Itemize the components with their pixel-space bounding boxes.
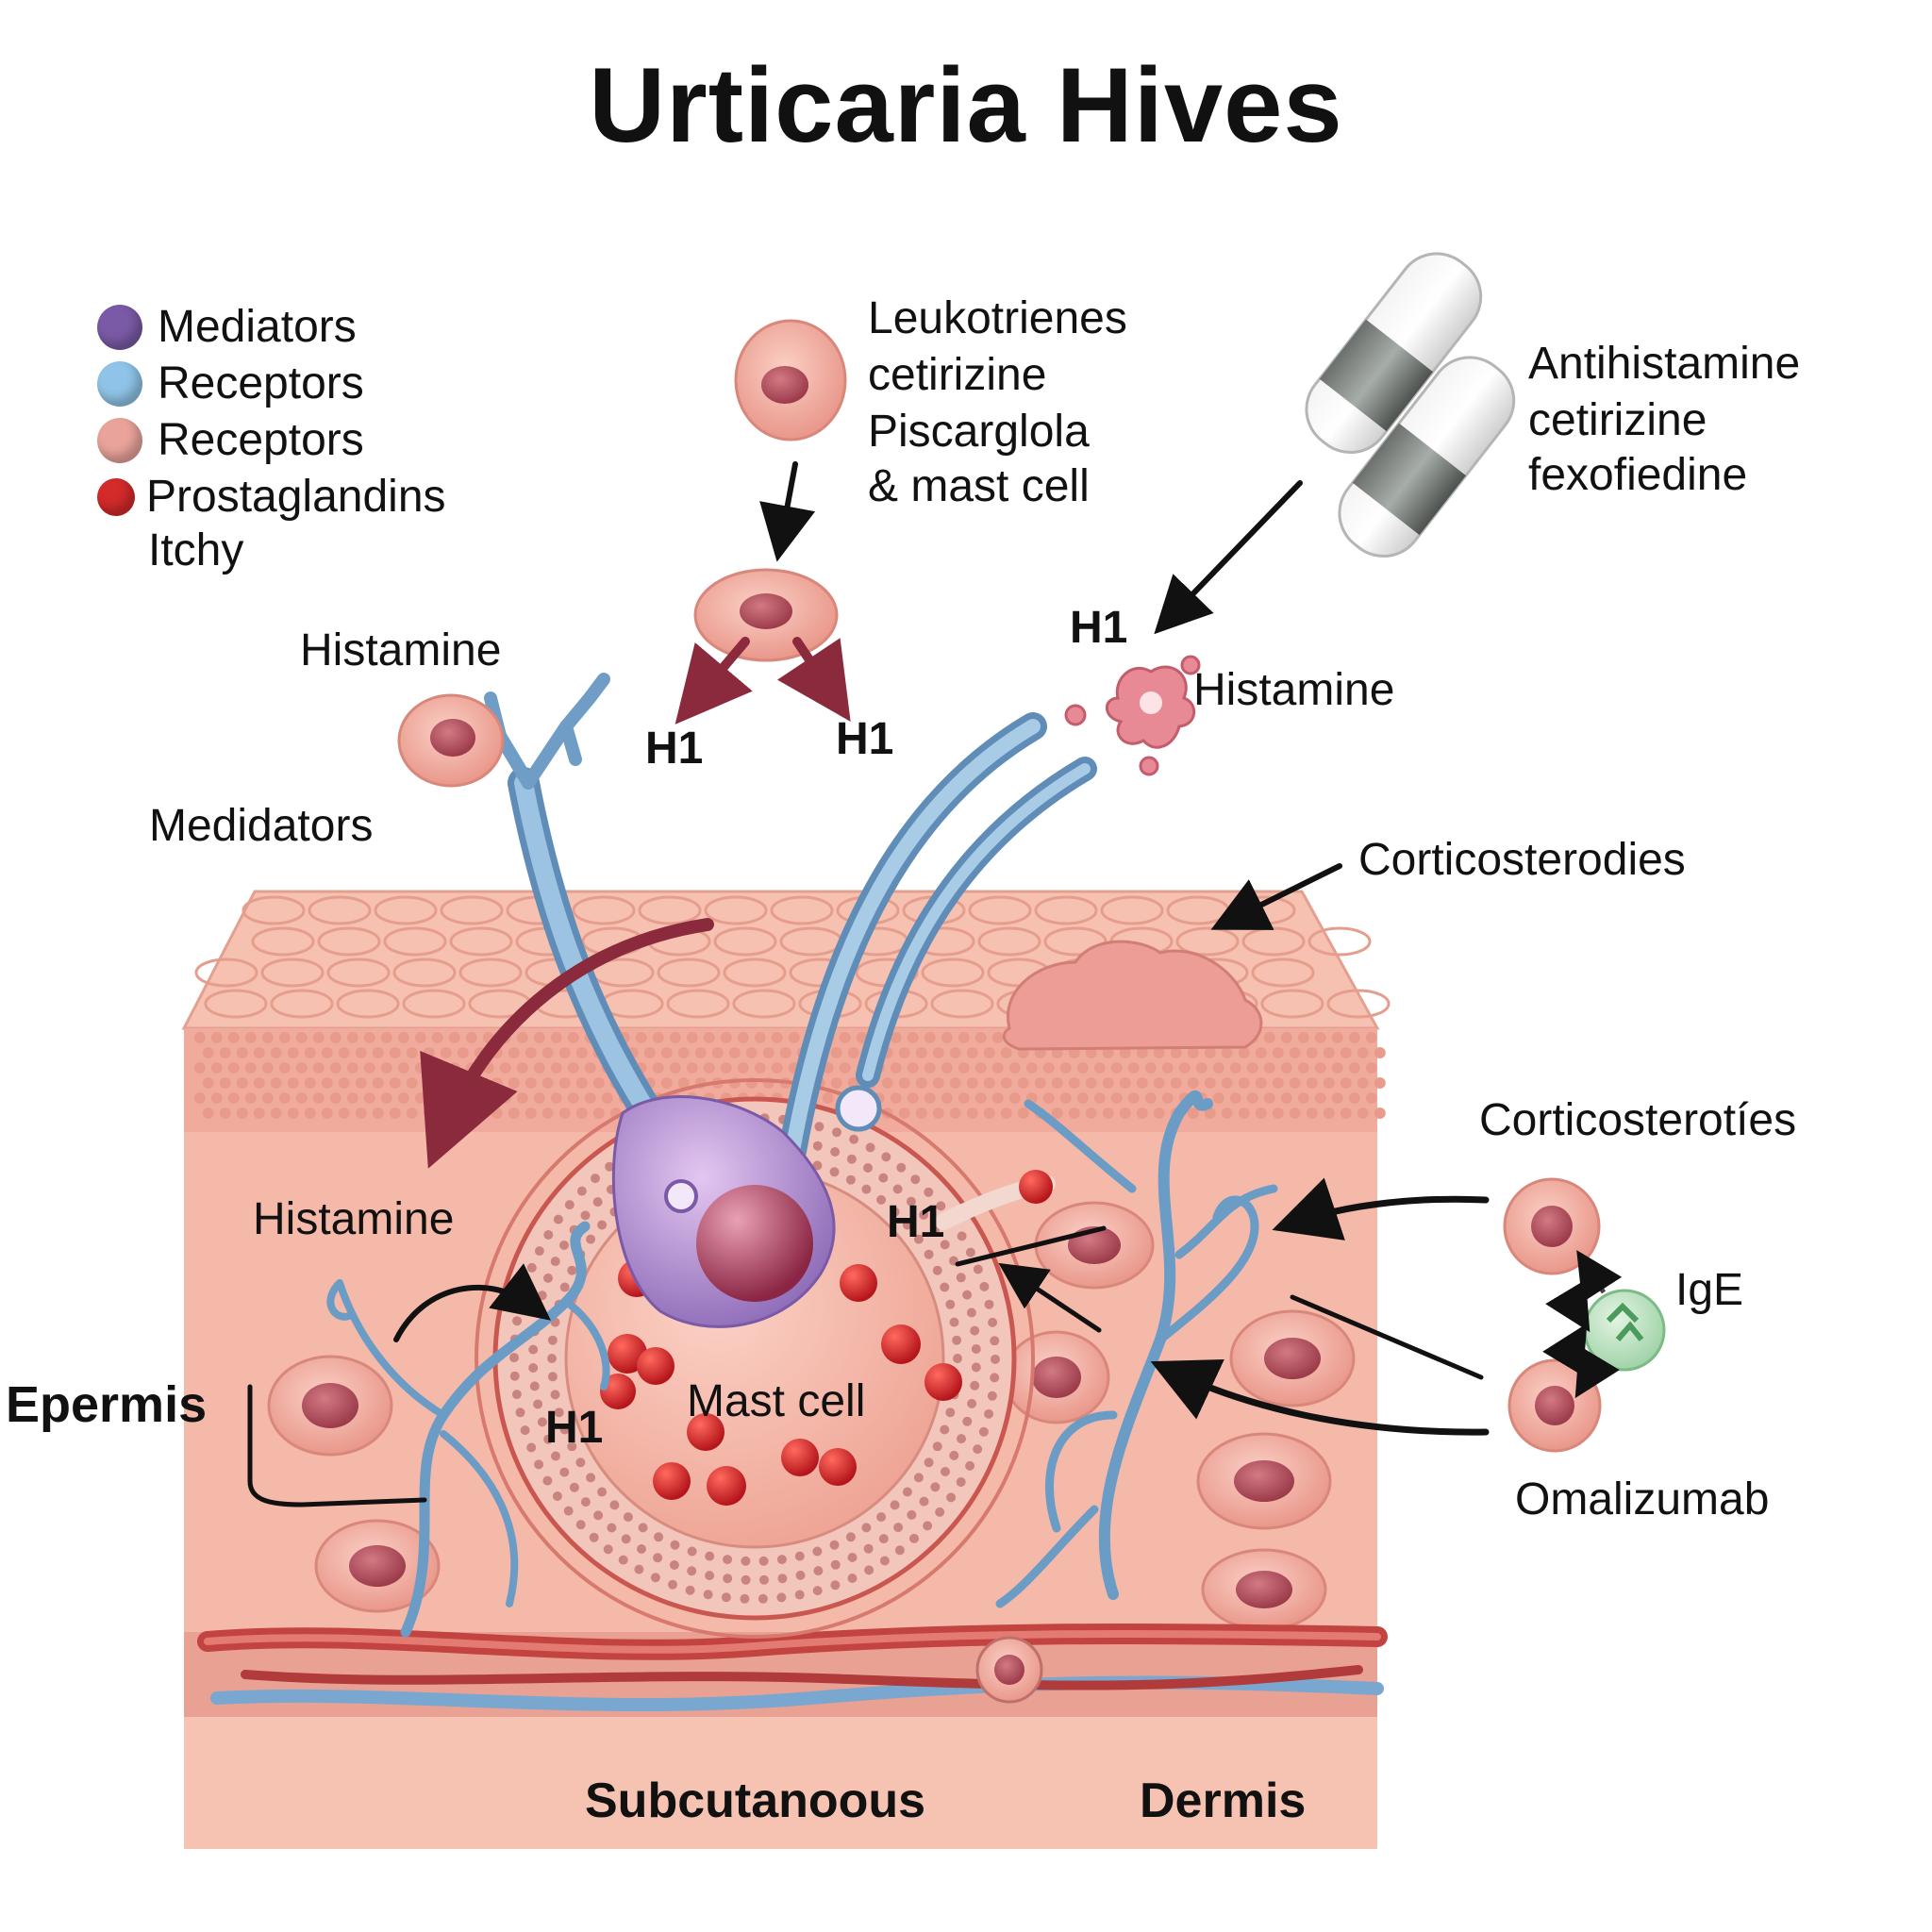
arrow-corticosteroids-top	[1210, 863, 1342, 930]
legend-label: Receptors	[158, 358, 364, 408]
label-h1-inner: H1	[887, 1197, 945, 1247]
skin-subcutaneous	[184, 1717, 1377, 1849]
label-subcutanoous: Subcutanoous	[585, 1774, 926, 1828]
dermis-cell	[267, 1355, 393, 1457]
blood-vessels	[197, 1624, 1388, 1712]
ige-cell-bottom	[1507, 1358, 1602, 1453]
legend-item-receptors-pink: Receptors	[97, 414, 364, 466]
nerve-fibers	[326, 673, 1278, 1638]
ige-cluster	[1503, 1177, 1666, 1453]
legend-item-receptors-blue: Receptors	[97, 358, 364, 409]
label-fexofiedine: fexofiedine	[1528, 450, 1748, 500]
label-mast-cell-top: & mast cell	[868, 461, 1090, 511]
arrows	[247, 461, 1490, 1507]
bracket-epermis	[247, 1384, 427, 1507]
epidermis-cell-texture	[194, 895, 1391, 1019]
legend-swatch	[97, 304, 142, 350]
label-histamine-top-left: Histamine	[300, 625, 502, 675]
page-title: Urticaria Hives	[589, 46, 1343, 164]
label-h1-top-right: H1	[1070, 603, 1128, 653]
left-floating-cell	[397, 693, 505, 788]
arrow-h1-left	[675, 637, 753, 724]
histamine-molecule	[1064, 655, 1201, 776]
label-dermis: Dermis	[1140, 1774, 1307, 1828]
dermis-cell	[1034, 1201, 1155, 1290]
label-epermis: Epermis	[6, 1376, 208, 1433]
line-h1-inner	[955, 1225, 1107, 1267]
legend-swatch	[97, 477, 135, 516]
wheal-bump	[1002, 940, 1263, 1051]
inner-red-granule	[935, 1170, 1056, 1230]
dermis-cell	[314, 1519, 441, 1613]
label-omalizumab: Omalizumab	[1515, 1474, 1770, 1524]
label-corticosteroids-top: Corticosterodies	[1358, 835, 1686, 885]
top-cell-1	[734, 319, 847, 441]
legend-extra-itchy: Itchy	[148, 525, 244, 575]
label-h1-top-mid: H1	[836, 714, 894, 764]
arrow-ige-bottom	[1150, 1359, 1490, 1436]
legend-item-mediators: Mediators	[97, 301, 357, 353]
legend-item-prostaglandins: Prostaglandins	[97, 471, 446, 523]
label-ige: IgE	[1675, 1265, 1744, 1315]
label-h1-left: H1	[545, 1403, 604, 1453]
legend-label: Prostaglandins	[146, 472, 446, 522]
label-antihistamine: Antihistamine	[1528, 339, 1801, 389]
dermis-cell	[1003, 1330, 1110, 1424]
arrow-vial-to-h1	[1154, 480, 1303, 635]
label-h1-top-left: H1	[645, 724, 704, 774]
label-piscarglola: Piscarglola	[868, 407, 1090, 457]
label-cetirizine-2: cetirizine	[1528, 395, 1707, 445]
arrow-h1-right	[776, 637, 851, 722]
label-mediators-left: Medidators	[149, 801, 374, 851]
arrow-big-curve	[420, 918, 714, 1169]
arrow-histamine-loop	[393, 1263, 551, 1342]
legend-label: Mediators	[158, 302, 357, 352]
ige-small-arrows	[1542, 1250, 1623, 1399]
mediator-body	[611, 1085, 882, 1328]
dermis-cell	[1196, 1432, 1332, 1530]
arrow-to-mast	[998, 1262, 1102, 1333]
dermis-cells	[267, 1201, 1356, 1631]
legend-swatch	[97, 417, 142, 463]
arrow-ige-top	[1272, 1177, 1490, 1241]
dermis-cell	[1201, 1548, 1327, 1631]
label-leukotrienes: Leukotrienes	[868, 293, 1127, 343]
label-histamine-mid: Histamine	[253, 1194, 455, 1244]
label-mast-cell: Mast cell	[687, 1376, 866, 1426]
ige-cell-top	[1503, 1177, 1601, 1275]
antihistamine-vials	[1305, 252, 1516, 558]
label-corticosteroids-right: Corticosterotíes	[1479, 1095, 1797, 1145]
arrow-cell-down	[759, 461, 816, 562]
line-ige-middle	[1290, 1294, 1484, 1380]
legend-label: Receptors	[158, 415, 364, 465]
legend-swatch	[97, 360, 142, 407]
dermis-cell	[1229, 1309, 1356, 1407]
label-histamine-right: Histamine	[1193, 665, 1395, 715]
top-cell-2	[693, 568, 839, 662]
label-cetirizine-1: cetirizine	[868, 350, 1047, 400]
